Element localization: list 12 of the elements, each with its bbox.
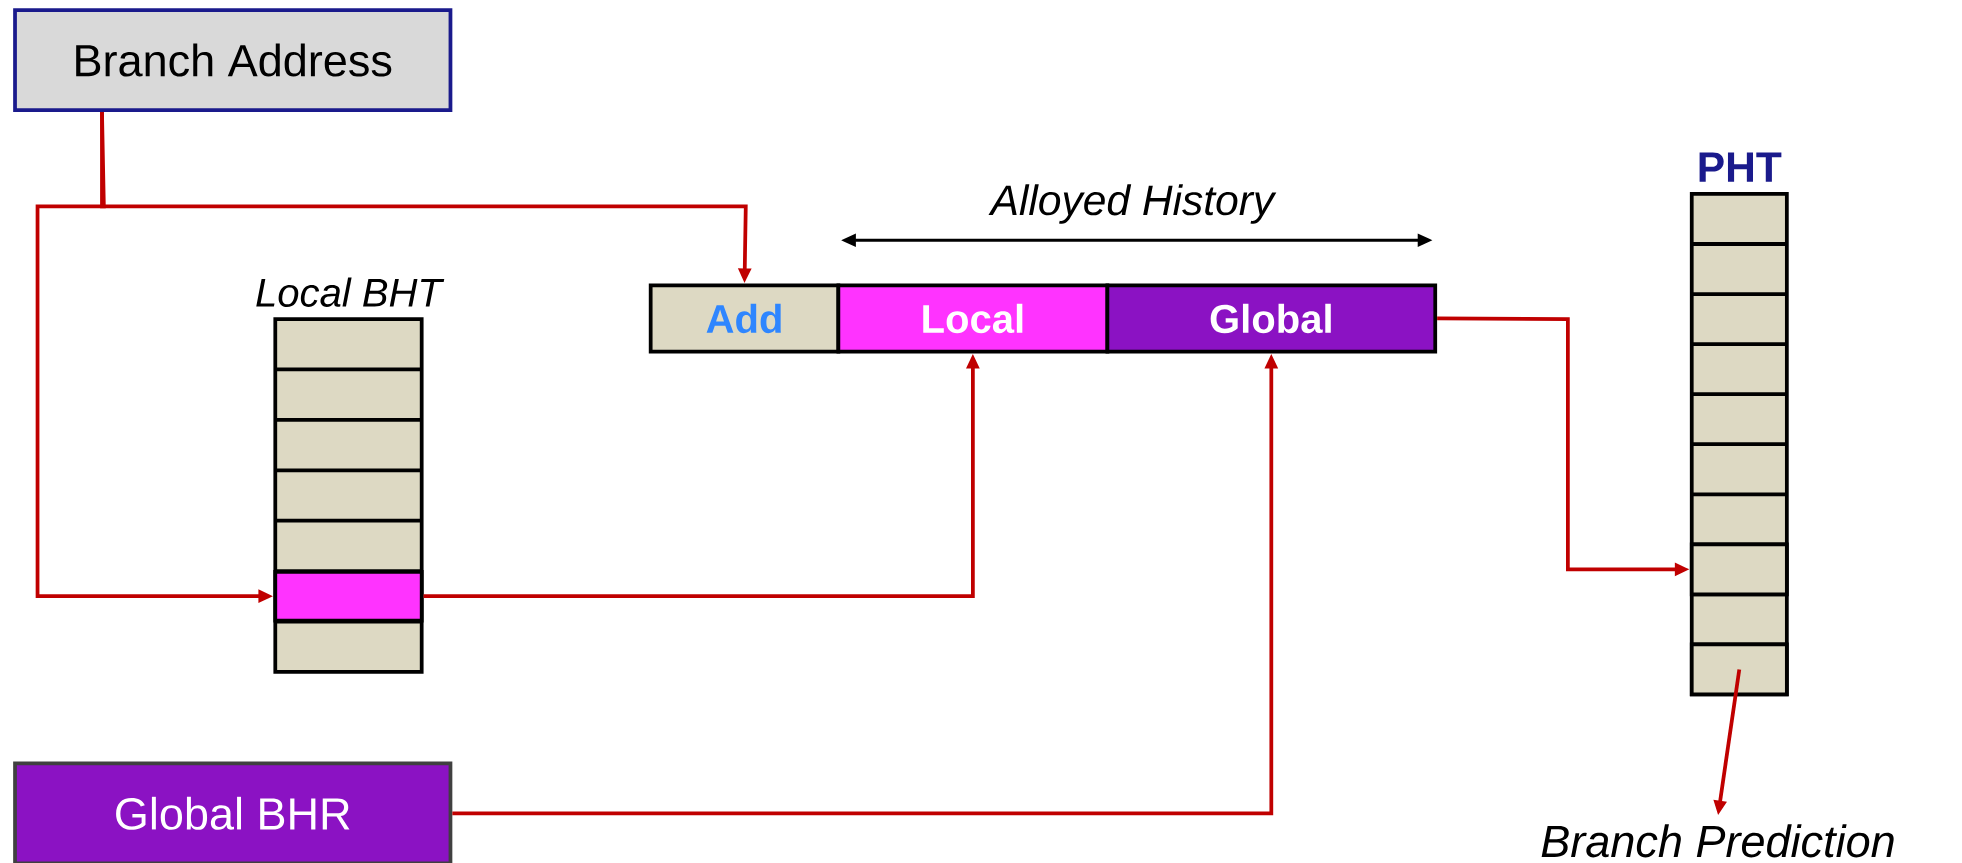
- table-row: [1689, 642, 1789, 697]
- table-row: [1689, 542, 1789, 597]
- address-box: Branch Address: [13, 7, 453, 112]
- field-box: Local: [836, 283, 1110, 354]
- output-label: Branch Prediction: [1541, 824, 1894, 858]
- register-box: Global BHR: [13, 761, 453, 863]
- node-label: Local BHT: [256, 277, 445, 307]
- field-box: Add: [648, 283, 841, 354]
- table-row: [273, 569, 424, 623]
- node-label: PHT: [1699, 152, 1782, 182]
- field-box: Global: [1105, 283, 1438, 354]
- dimension-label: Alloyed History: [988, 183, 1277, 224]
